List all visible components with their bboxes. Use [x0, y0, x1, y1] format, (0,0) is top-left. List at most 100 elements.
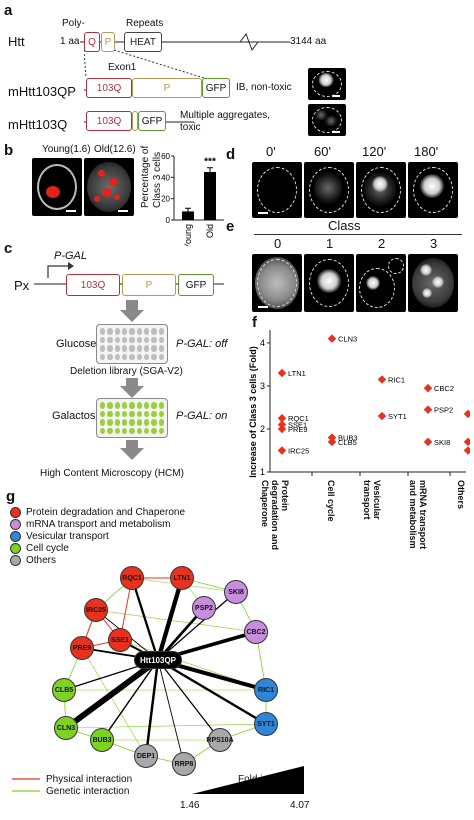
deletion-library-label: Deletion library (SGA-V2) [70, 366, 183, 377]
time-180: 180' [414, 144, 439, 159]
panel-a-letter: a [4, 2, 13, 19]
hub-spoke [64, 657, 160, 731]
b-bar [204, 172, 216, 220]
plate-well [122, 328, 128, 335]
f-point-label: CLB5 [338, 438, 357, 447]
genetic-interaction-label: Genetic interaction [46, 786, 130, 797]
b-category-label: Old [205, 224, 215, 238]
f-point [423, 405, 433, 414]
f-point-label: LTN1 [288, 369, 306, 378]
f-point [463, 437, 470, 447]
fold-increase-wedge [192, 766, 304, 794]
plate-well [114, 336, 120, 343]
d-timepoint-120-image [356, 162, 406, 218]
f-ytick-label: 1 [260, 467, 265, 477]
f-point [463, 446, 470, 455]
galactose-label: Galactose [52, 410, 102, 422]
plate-well [129, 345, 135, 352]
g-legend-label: mRNA transport and metabolism [26, 518, 171, 530]
hub-spoke [157, 659, 221, 741]
f-point-label: CLN3 [338, 335, 357, 344]
network-node: BUB3 [90, 728, 114, 752]
construct1-note: IB, non-toxic [236, 82, 292, 93]
plate-well [144, 328, 150, 335]
fold-min-label: 1.46 [180, 800, 200, 811]
plate-well [136, 336, 142, 343]
f-category-label: Others [456, 480, 466, 510]
plate-well [122, 419, 128, 426]
construct2-name: mHtt103Q [8, 117, 68, 132]
c-arrow-3-shaft [126, 440, 138, 448]
plate-well [158, 328, 164, 335]
genetic-edge [95, 609, 257, 633]
hub-spoke [157, 659, 185, 765]
f-point-label: IRC25 [288, 446, 309, 455]
f-point [327, 437, 337, 447]
f-point-label: CBC2 [434, 384, 454, 393]
g-legend-item: Others [10, 554, 185, 566]
plate-well [107, 345, 113, 352]
plate-well [151, 419, 157, 426]
network-node: DEP1 [134, 744, 158, 768]
network-node: CLB5 [52, 678, 76, 702]
plate-well [158, 410, 164, 417]
px-label: Px [14, 278, 30, 293]
hub-spoke [155, 577, 185, 661]
genetic-edge [65, 723, 267, 729]
poly-label: Poly- [62, 18, 85, 29]
f-point-label: PRE9 [288, 425, 308, 434]
plate-well [100, 345, 106, 352]
plate-well [136, 410, 142, 417]
b-ytick-label: 20 [161, 195, 170, 204]
f-point-label: RQC1 [288, 414, 309, 423]
repeats-label: Repeats [126, 18, 164, 29]
c-arrow-3 [120, 448, 144, 460]
network-node: RRP8 [172, 752, 196, 776]
old-label: Old(12.6) [94, 144, 136, 155]
promoter-arrow [47, 262, 74, 278]
g-legend-item: mRNA transport and metabolism [10, 518, 185, 530]
pgal-on-label: P-GAL: on [176, 410, 228, 422]
plate-well [158, 419, 164, 426]
class-2-image [356, 254, 406, 312]
construct1-p-box: P [132, 78, 202, 98]
glucose-label: Glucose [56, 338, 97, 350]
class-title: Class [328, 218, 361, 233]
construct2-gfp-box: GFP [138, 111, 166, 131]
f-point-label: SYT1 [388, 412, 407, 421]
construct1-q-box: 103Q [86, 78, 132, 98]
c-q-box: 103Q [66, 274, 120, 296]
plate-well [136, 328, 142, 335]
plate-well [107, 427, 113, 434]
f-point [463, 409, 470, 419]
f-y-axis-label: Increase of Class 3 cells (Fold) [248, 346, 258, 478]
plate-well [114, 427, 120, 434]
plate-well [122, 353, 128, 360]
g-edge-legend-lines [12, 778, 40, 792]
b-ylabel-1: Percentage of [140, 145, 151, 208]
class-0-label: 0 [274, 236, 282, 251]
f-point [277, 368, 287, 378]
f-point [277, 424, 287, 434]
network-node: PSP2 [192, 596, 216, 620]
time-60: 60' [314, 144, 331, 159]
panel-e-letter: e [226, 218, 235, 235]
hub-spoke [144, 659, 160, 757]
f-category-label: mRNA transport and metabolism [408, 480, 428, 550]
plate-well [151, 353, 157, 360]
plate-well [129, 353, 135, 360]
fold-max-label: 4.07 [290, 800, 310, 811]
plate-well [107, 336, 113, 343]
plate-well [136, 402, 142, 409]
network-node: RIC1 [254, 678, 278, 702]
panel-b-letter: b [4, 142, 14, 159]
plate-well [107, 410, 113, 417]
panel-c-letter: c [4, 240, 13, 257]
network-node: CBC2 [244, 620, 268, 644]
c-arrow-1-shaft [126, 300, 138, 310]
network-node: LTN1 [170, 566, 194, 590]
g-legend-label: Vesicular transport [26, 530, 109, 542]
plate-well [144, 402, 150, 409]
plate-well [100, 336, 106, 343]
network-node: SYT1 [254, 712, 278, 736]
